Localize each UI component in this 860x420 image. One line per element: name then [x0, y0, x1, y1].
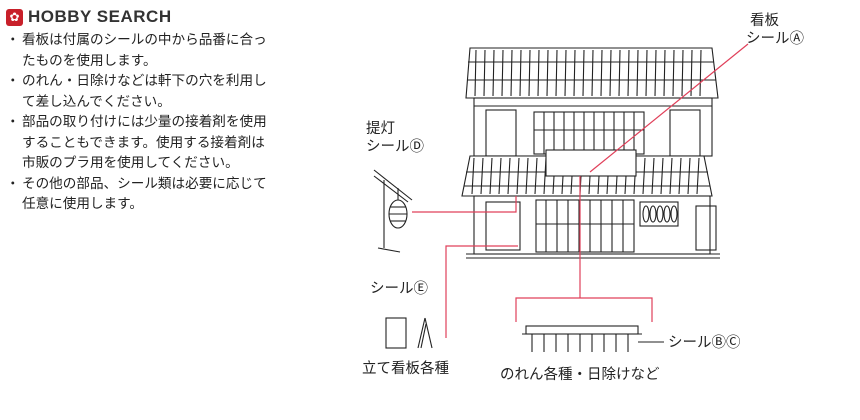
label-noren: のれん各種・日除けなど: [500, 367, 660, 383]
lower-roof: [461, 149, 713, 197]
upper-floor: [473, 97, 713, 157]
label-seal-e: シールⒺ: [370, 281, 428, 297]
logo-text: HOBBY SEARCH: [28, 7, 172, 26]
label-standing-sign: 立て看板各種: [362, 361, 449, 377]
instruction-notes: 看板は付属のシールの中から品番に合ったものを使用します。 のれん・日除けなどは軒…: [6, 30, 270, 215]
note-item: 看板は付属のシールの中から品番に合ったものを使用します。: [6, 30, 270, 71]
standing-sign-drawing: [385, 317, 433, 349]
lantern-drawing: [373, 169, 413, 253]
label-signboard-seal: シールⒶ: [746, 31, 804, 47]
note-item: のれん・日除けなどは軒下の穴を利用して差し込んでください。: [6, 71, 270, 112]
label-signboard-title: 看板: [750, 13, 779, 29]
label-lantern-seal: シールⒹ: [366, 139, 424, 155]
logo-mark-icon: ✿: [6, 8, 23, 26]
signboard: [545, 149, 637, 177]
upper-roof: [465, 47, 719, 99]
note-item: その他の部品、シール類は必要に応じて任意に使用します。: [6, 174, 270, 215]
noren-drawing: [522, 325, 642, 352]
hobby-search-logo: ✿ HOBBY SEARCH: [6, 6, 172, 28]
shop-building: [461, 47, 720, 259]
leader-lines: [412, 43, 749, 343]
note-item: 部品の取り付けには少量の接着剤を使用することもできます。使用する接着剤は市販のプ…: [6, 112, 270, 174]
ground-floor: [466, 195, 720, 259]
label-lantern-title: 提灯: [366, 121, 395, 137]
label-seal-bc: シールⒷⒸ: [668, 335, 741, 351]
